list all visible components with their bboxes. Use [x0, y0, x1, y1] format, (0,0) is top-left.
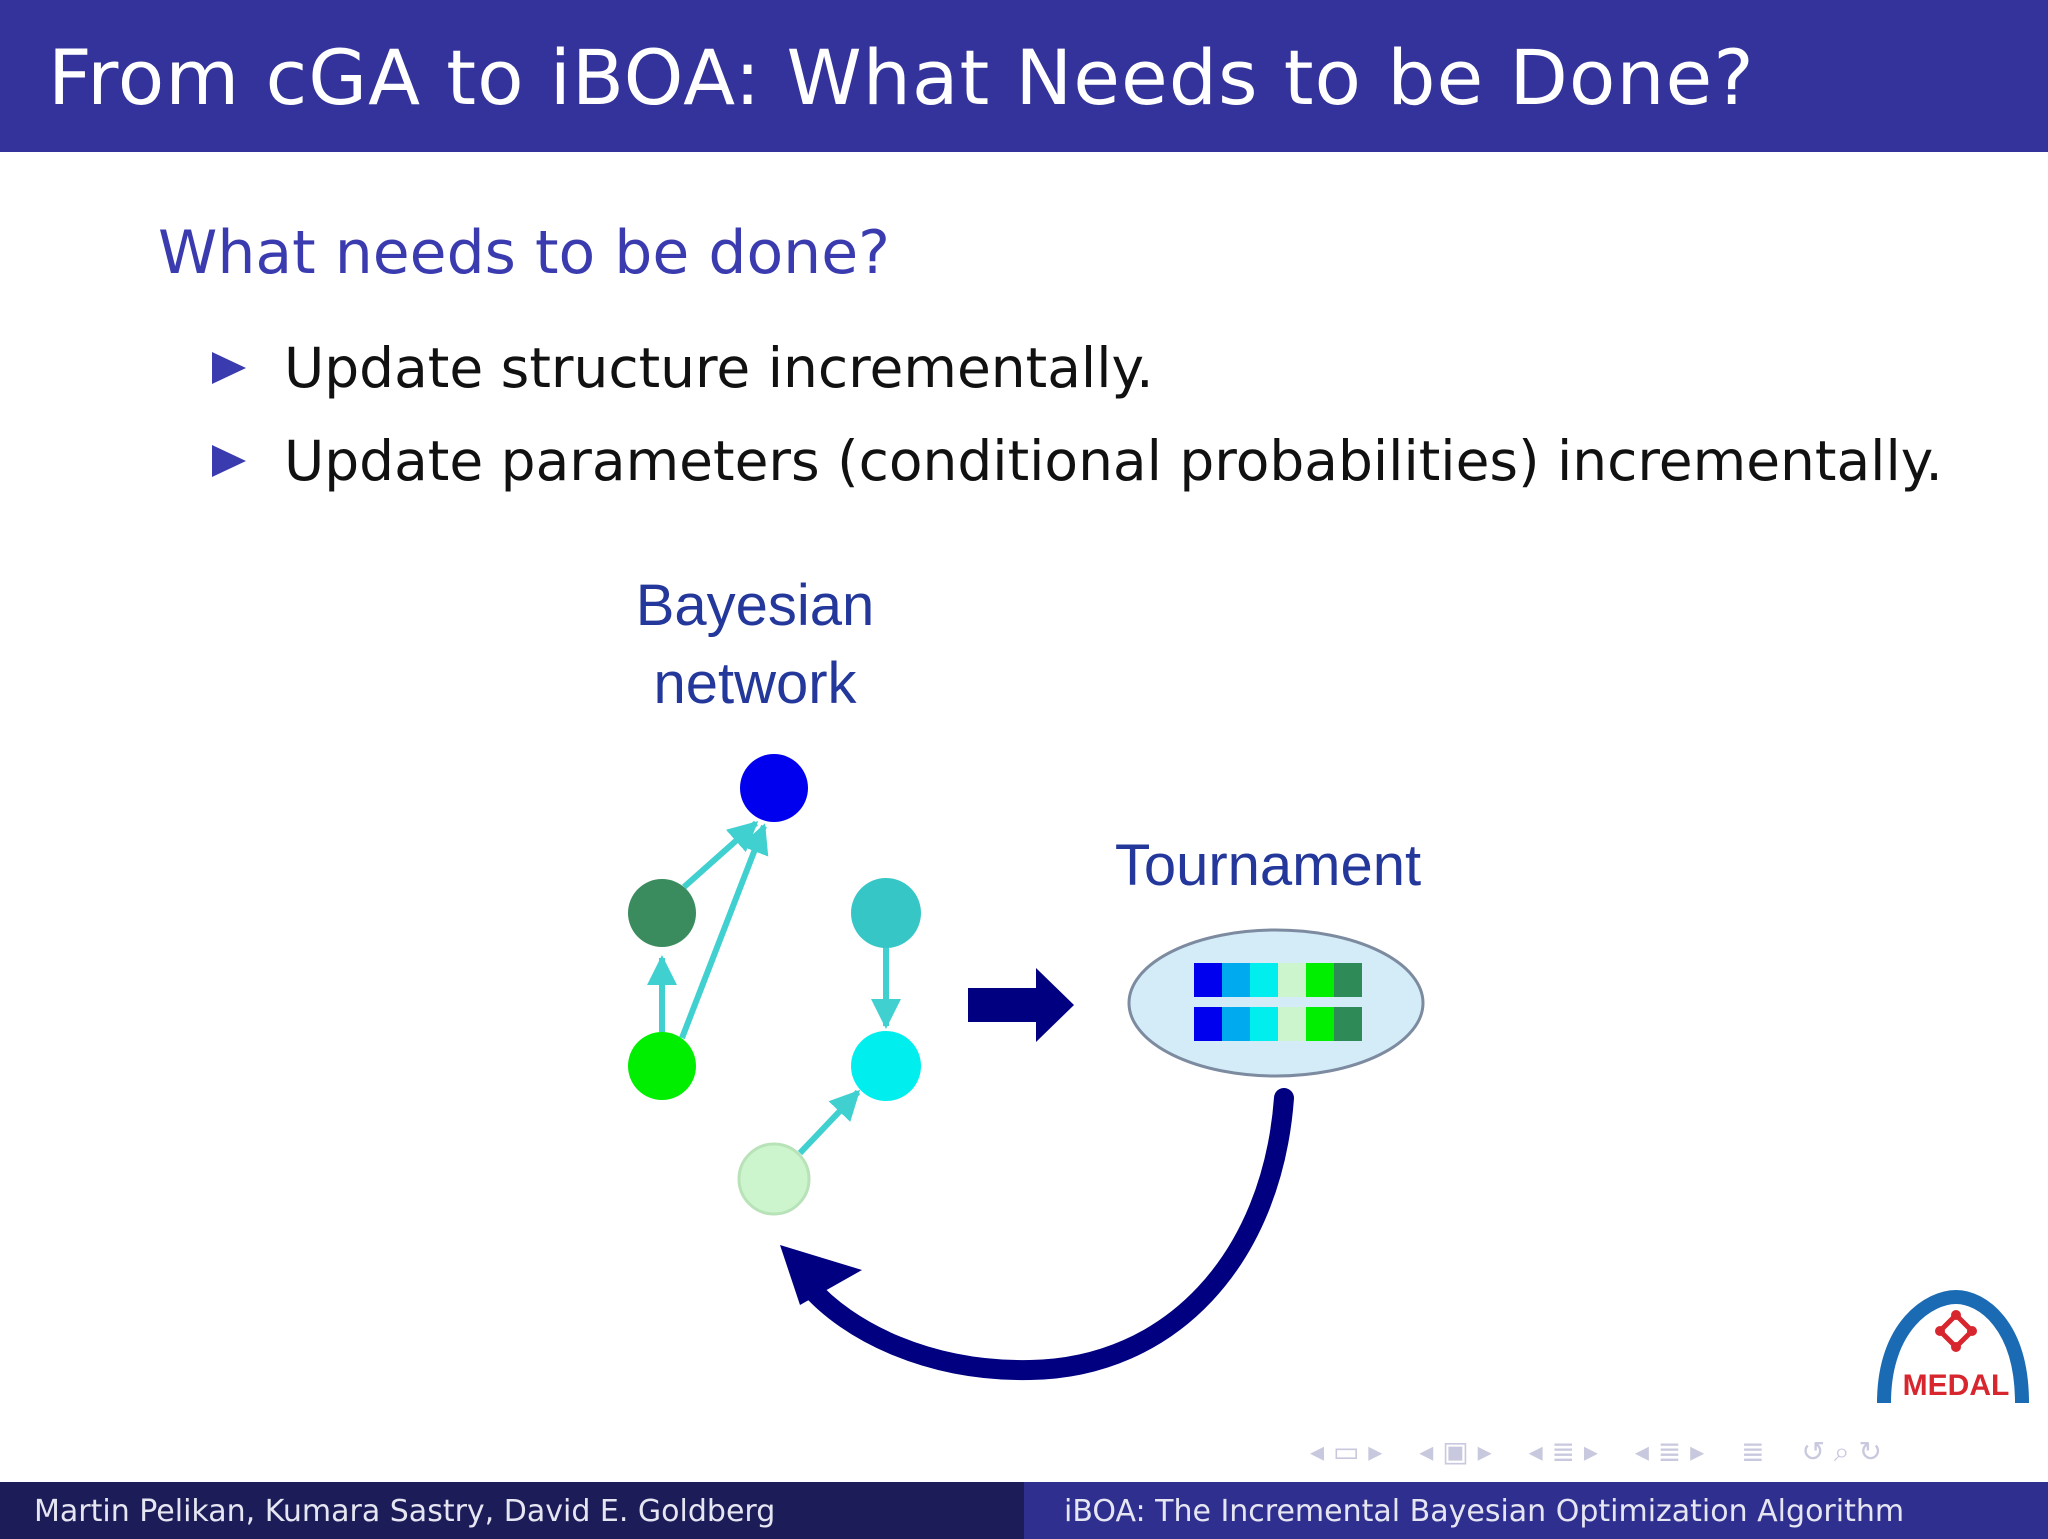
bn-node — [737, 1142, 811, 1216]
network-label: network — [653, 651, 857, 716]
bullet-item: Update structure incrementally. — [212, 330, 2012, 410]
feedback-arrow — [798, 1088, 1294, 1381]
bn-node — [740, 754, 808, 822]
medal-logo: MEDAL — [1877, 1289, 2029, 1404]
bn-edge — [797, 1089, 861, 1156]
block-title: What needs to be done? — [158, 218, 890, 288]
nav-slide-icon[interactable]: ◂ ≣ ▸ — [1634, 1435, 1705, 1468]
bn-node — [851, 1031, 921, 1101]
bullet-triangle-icon — [212, 352, 246, 384]
bn-node — [628, 1032, 696, 1100]
tournament-ellipse — [1127, 928, 1425, 1078]
footer-talk-title: iBOA: The Incremental Bayesian Optimizat… — [1064, 1494, 1905, 1529]
footer-authors: Martin Pelikan, Kumara Sastry, David E. … — [34, 1494, 776, 1529]
bullet-text: Update structure incrementally. — [284, 336, 1154, 400]
bayesian-label: Bayesian — [636, 573, 875, 638]
tournament-string — [1194, 963, 1362, 997]
bn-node — [851, 878, 921, 948]
footer-authors-bar: Martin Pelikan, Kumara Sastry, David E. … — [0, 1482, 1024, 1539]
title-bar: From cGA to iBOA: What Needs to be Done? — [0, 0, 2048, 152]
nav-subsection-icon[interactable]: ◂ ▣ ▸ — [1419, 1435, 1492, 1468]
nav-align-icon[interactable]: ≣ — [1741, 1435, 1765, 1468]
beamer-nav-bar: ◂ ▭ ▸ ◂ ▣ ▸ ◂ ≣ ▸ ◂ ≣ ▸ ≣ ↺ ⌕ ↻ — [1310, 1432, 2030, 1472]
slide-title: From cGA to iBOA: What Needs to be Done? — [48, 33, 1755, 122]
bn-node — [628, 879, 696, 947]
bullet-text: Update parameters (conditional probabili… — [284, 429, 1943, 493]
bn-edge — [679, 823, 769, 1040]
nav-search-icon[interactable]: ↺ ⌕ ↻ — [1801, 1435, 1882, 1468]
right-arrow-icon — [968, 968, 1074, 1042]
medal-logo-text: MEDAL — [1903, 1369, 2010, 1402]
bullet-item: Update parameters (conditional probabili… — [212, 423, 2012, 503]
nav-frame-icon[interactable]: ◂ ▭ ▸ — [1310, 1435, 1383, 1468]
footer-title-bar: iBOA: The Incremental Bayesian Optimizat… — [1024, 1482, 2048, 1539]
tournament-string — [1194, 1007, 1362, 1041]
tournament-label: Tournament — [1115, 833, 1421, 898]
feedback-arrowhead-icon — [780, 1245, 862, 1305]
nav-section-icon[interactable]: ◂ ≣ ▸ — [1528, 1435, 1598, 1468]
bullet-triangle-icon — [212, 445, 246, 477]
